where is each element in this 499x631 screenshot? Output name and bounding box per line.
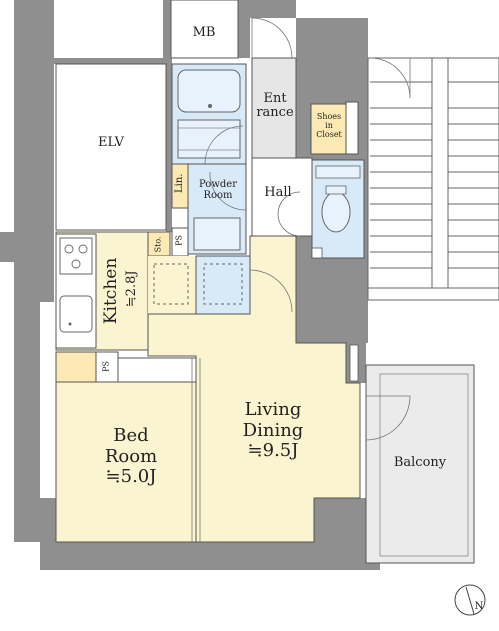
bed-room — [55, 381, 197, 543]
closet — [55, 351, 97, 383]
entrance-floor — [251, 57, 297, 159]
mb-room — [170, 0, 239, 59]
storage-label: Sto. — [153, 236, 163, 253]
kitchen-label: Kitchen — [101, 257, 122, 325]
balcony-label: Balcony — [393, 455, 447, 470]
elv-shaft — [55, 63, 167, 231]
fridge-space — [153, 263, 189, 305]
shoes-closet-label: Shoes in Closet — [316, 112, 342, 139]
balcony — [365, 364, 475, 564]
sink — [59, 295, 93, 333]
ps-lower-label: PS — [101, 360, 111, 372]
entrance-label: Ent rance — [256, 91, 294, 120]
living-dining-label: Living Dining ≒9.5J — [242, 399, 304, 462]
toilet — [321, 191, 351, 233]
compass-icon — [454, 584, 486, 616]
ps-upper-label: PS — [174, 234, 184, 246]
hall-label: Hall — [264, 185, 292, 200]
mb-label: MB — [192, 25, 216, 40]
bed-room-label: Bed Room ≒5.0J — [104, 425, 158, 488]
washer-space — [203, 263, 243, 305]
powder-room-label: Powder Room — [198, 179, 237, 201]
elv-label: ELV — [98, 135, 124, 150]
bathtub — [177, 69, 241, 113]
living-dining — [147, 235, 361, 543]
stove — [59, 237, 93, 275]
washbasin — [177, 119, 241, 159]
compass-label: N — [474, 601, 484, 612]
kitchen-area-label: ≒2.8J — [124, 270, 140, 308]
linen-label: Lin. — [173, 173, 185, 193]
